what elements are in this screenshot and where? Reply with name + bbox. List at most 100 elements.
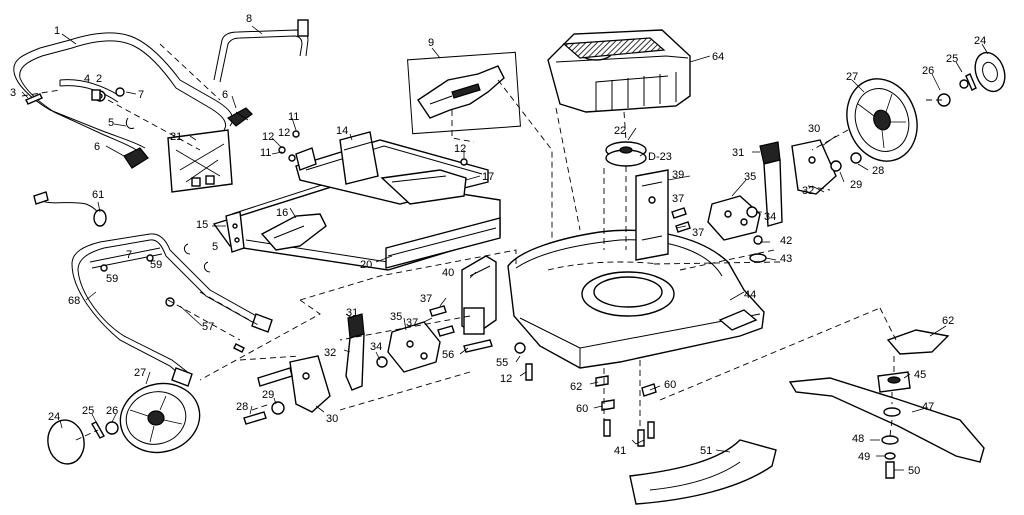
label-61: 61 — [92, 189, 104, 201]
rear-baffle-assembly — [407, 51, 521, 135]
label-25-front: 25 — [946, 53, 958, 65]
drive-pulley — [605, 141, 647, 167]
label-31-front: 31 — [732, 147, 744, 159]
label-35-front: 35 — [744, 171, 756, 183]
label-9: 9 — [428, 37, 434, 49]
axle-bracket-rear — [289, 355, 331, 413]
label-4: 4 — [84, 73, 90, 85]
label-11-upper: 11 — [288, 111, 299, 123]
label-51: 51 — [700, 445, 712, 457]
label-7-lower: 7 — [126, 249, 132, 261]
label-37-b: 37 — [692, 227, 704, 239]
label-24-rear: 24 — [48, 411, 60, 423]
handle-panel — [167, 129, 233, 193]
label-45: 45 — [914, 369, 926, 381]
label-8: 8 — [246, 13, 252, 25]
height-adjuster-front — [635, 169, 669, 261]
label-27-front: 27 — [846, 71, 858, 83]
adjuster-lever-rear — [345, 313, 365, 391]
rear-wheel — [119, 382, 201, 454]
label-62-right: 62 — [942, 315, 954, 327]
label-59-left: 59 — [106, 273, 118, 285]
label-24-front: 24 — [974, 35, 986, 47]
blade-adapter — [877, 329, 950, 393]
label-50: 50 — [908, 465, 920, 477]
label-26-front: 26 — [922, 65, 934, 77]
part-number-labels: 1 2 3 4 5 5 6 6 7 7 8 9 11 11 12 12 12 1… — [10, 13, 986, 477]
front-wheel — [846, 78, 918, 162]
label-25-rear: 25 — [82, 405, 94, 417]
label-6-lower: 6 — [94, 141, 100, 153]
label-27-rear: 27 — [134, 367, 146, 379]
label-11-lower: 11 — [260, 147, 271, 159]
label-68: 68 — [68, 295, 80, 307]
label-41: 41 — [614, 445, 626, 457]
label-64: 64 — [712, 51, 724, 63]
hinge-bolts — [278, 130, 468, 171]
adjuster-lever-front — [759, 141, 783, 227]
cutting-blade — [788, 377, 985, 463]
label-34-rear: 34 — [370, 341, 382, 353]
label-22: 22 — [614, 125, 626, 137]
engine — [547, 29, 691, 113]
hinge-bracket — [339, 131, 379, 185]
label-55: 55 — [496, 357, 508, 369]
label-6-upper: 6 — [222, 89, 228, 101]
label-57: 57 — [202, 321, 214, 333]
label-28-front: 28 — [872, 165, 884, 177]
control-lever-lower — [123, 147, 149, 169]
label-30-rear: 30 — [326, 413, 338, 425]
label-16: 16 — [276, 207, 288, 219]
upper-handle — [13, 32, 234, 155]
leader-lines — [21, 25, 989, 471]
label-29-front: 29 — [850, 179, 862, 191]
assembly-lines — [21, 43, 942, 441]
label-32-rear: 32 — [324, 347, 336, 359]
label-28-rear: 28 — [236, 401, 248, 413]
label-35-rear: 35 — [390, 311, 402, 323]
belt-guard — [629, 439, 777, 505]
label-30-front: 30 — [808, 123, 820, 135]
label-26-rear: 26 — [106, 405, 118, 417]
label-20: 20 — [360, 259, 372, 271]
side-brace — [260, 213, 327, 251]
label-15: 15 — [196, 219, 208, 231]
wheel-adjuster-plate-front — [707, 195, 761, 241]
label-12-c: 12 — [454, 143, 466, 155]
lower-handle — [71, 233, 273, 387]
label-5-lower: 5 — [212, 241, 218, 253]
label-5-upper: 5 — [108, 117, 114, 129]
label-d-23: D-23 — [648, 151, 672, 163]
label-3: 3 — [10, 87, 16, 99]
label-2: 2 — [96, 73, 102, 85]
hubcap-front — [974, 51, 1006, 93]
hubcap-rear — [47, 419, 85, 465]
label-43: 43 — [780, 253, 792, 265]
control-cable — [33, 191, 107, 227]
label-60-left: 60 — [576, 403, 588, 415]
label-42: 42 — [780, 235, 792, 247]
control-lever-upper — [227, 107, 253, 127]
label-62-left: 62 — [570, 381, 582, 393]
lower-handle-hardware — [100, 243, 261, 353]
label-32-front: 32 — [802, 185, 814, 197]
label-34-front: 34 — [764, 211, 776, 223]
label-37-a: 37 — [672, 193, 684, 205]
label-14: 14 — [336, 125, 348, 137]
label-37-c: 37 — [420, 293, 432, 305]
label-29-rear: 29 — [262, 389, 274, 401]
handle-hardware — [25, 87, 135, 129]
label-12-b: 12 — [278, 127, 290, 139]
label-59-right: 59 — [150, 259, 162, 271]
label-12-d: 12 — [500, 373, 512, 385]
rear-bracket — [225, 211, 245, 253]
label-31-rear: 31 — [346, 307, 358, 319]
label-7-upper: 7 — [138, 89, 144, 101]
axle-bracket-front — [791, 139, 837, 195]
label-47: 47 — [922, 401, 934, 413]
label-60-right: 60 — [664, 379, 676, 391]
label-39: 39 — [672, 169, 684, 181]
label-49: 49 — [858, 451, 870, 463]
label-12-a: 12 — [262, 131, 274, 143]
